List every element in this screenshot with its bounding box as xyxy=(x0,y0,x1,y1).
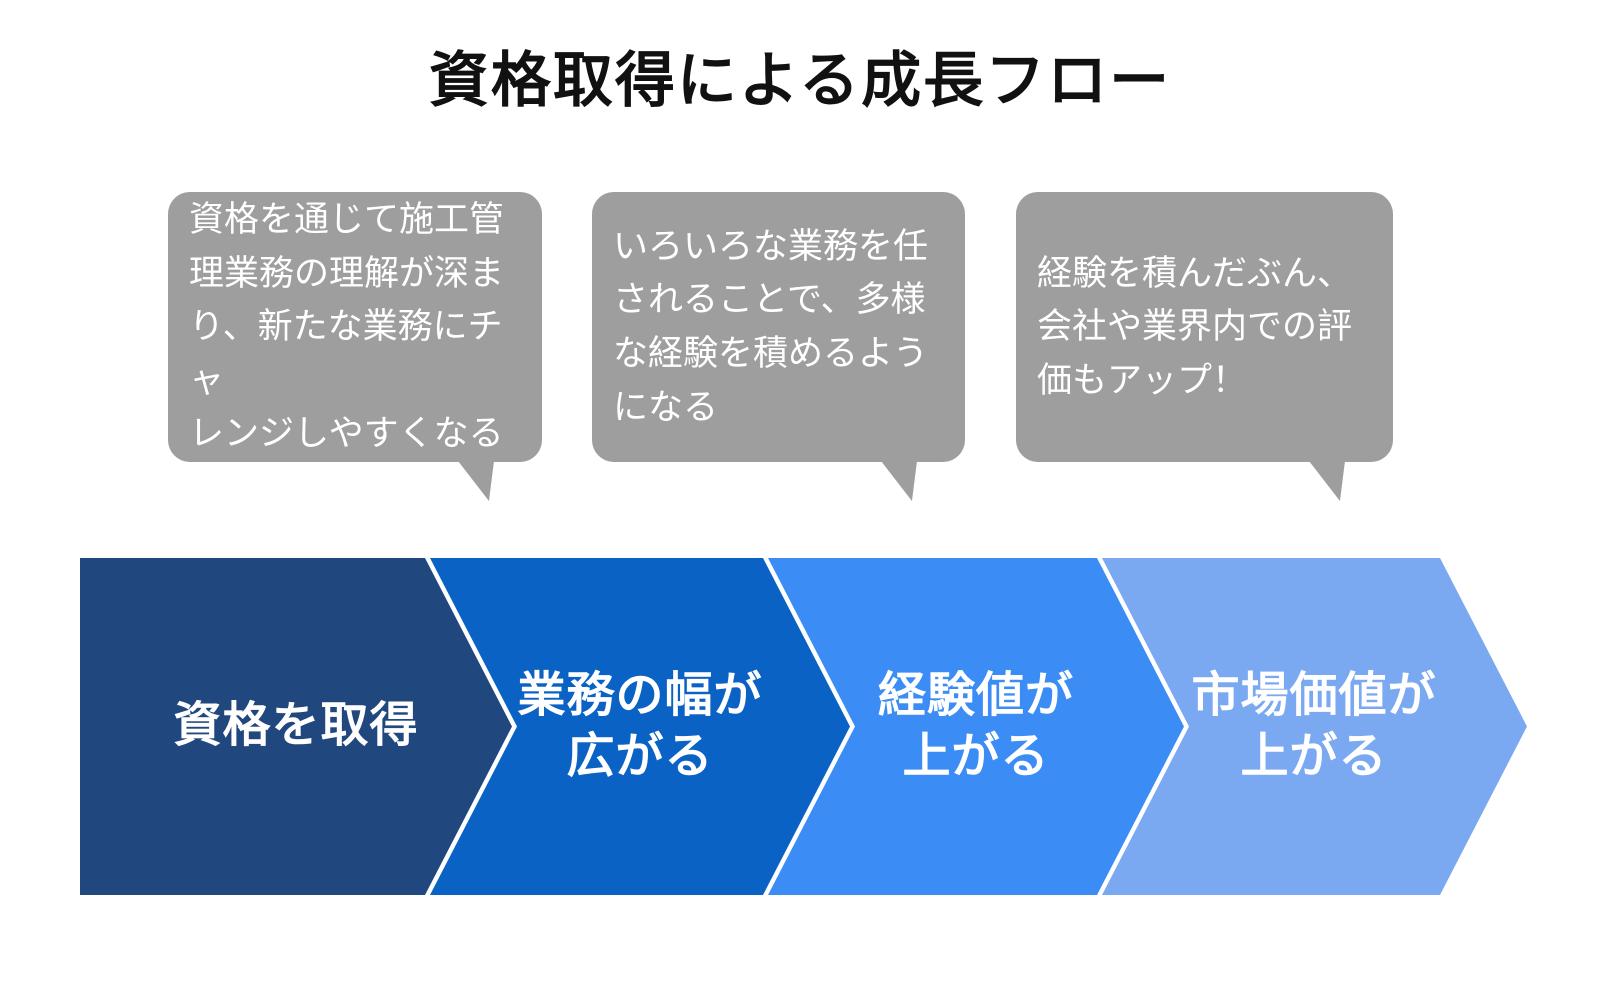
step-label-3: 経験値が 上がる xyxy=(877,668,1074,783)
callout-text-2: いろいろな業務を任 されることで、多様 な経験を積めるよう になる xyxy=(613,226,929,427)
chevron-step-4 xyxy=(1102,558,1527,895)
step-label-2: 業務の幅が 広がる xyxy=(517,668,763,783)
callout-text-3: 経験を積んだぶん、 会社や業界内での評 価もアップ！ xyxy=(1037,253,1353,400)
callout-bubble-2: いろいろな業務を任 されることで、多様 な経験を積めるよう になる xyxy=(592,192,965,501)
step-label-1: 資格を取得 xyxy=(173,699,419,753)
callout-bubble-3: 経験を積んだぶん、 会社や業界内での評 価もアップ！ xyxy=(1016,192,1393,501)
chevron-step-1 xyxy=(80,558,512,895)
diagram-title: 資格取得による成長フロー xyxy=(428,47,1172,114)
chevron-step-2 xyxy=(430,558,850,895)
callout-text-1: 資格を通じて施工管 理業務の理解が深ま り、新たな業務にチャ レンジしやすくなる xyxy=(189,200,505,454)
chevron-step-3 xyxy=(768,558,1184,895)
step-label-4: 市場価値が 上がる xyxy=(1191,668,1437,783)
